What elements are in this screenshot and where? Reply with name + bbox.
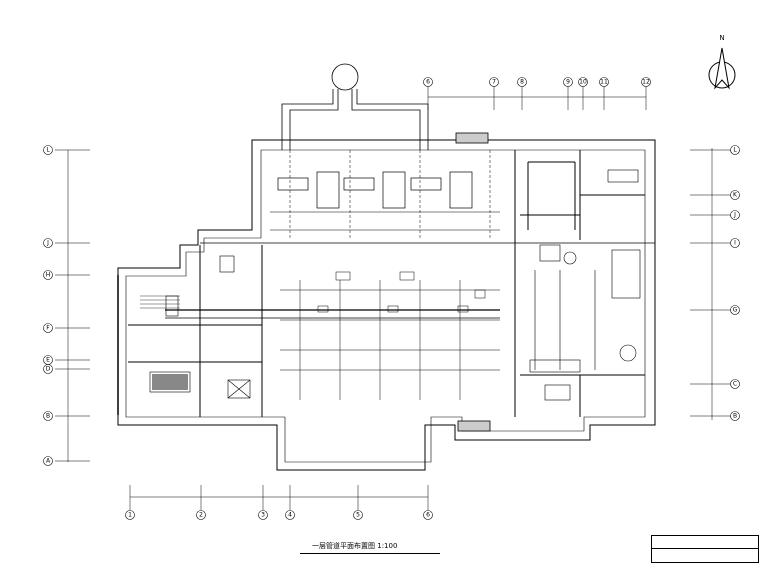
axis-label-bottom-6: 6: [426, 512, 430, 519]
axis-bubbles-bottom: [125, 510, 433, 520]
axis-label-left-6: D: [46, 366, 51, 373]
axis-label-top-7: 12: [642, 79, 650, 86]
axis-label-top-5: 10: [579, 79, 587, 86]
axis-label-top-3: 8: [520, 79, 524, 86]
axis-label-right-7: B: [733, 413, 737, 420]
tank-grid: [152, 374, 188, 390]
left-dimension-line: [55, 149, 90, 462]
bottom-dimension-line: [129, 485, 429, 510]
caption-underline: [300, 553, 440, 554]
axis-label-right-1: L: [733, 147, 737, 154]
axis-label-bottom-2: 2: [199, 512, 203, 519]
axis-label-left-2: J: [46, 240, 49, 247]
axis-letters-right: L K J I G C B: [733, 147, 738, 420]
title-block-row-1: [652, 536, 758, 549]
axis-label-right-6: C: [733, 381, 737, 388]
axis-label-left-4: F: [46, 325, 50, 332]
left-room-fixtures: [117, 255, 251, 415]
right-dimension-line: [690, 148, 735, 420]
north-arrow: N: [708, 34, 736, 90]
axis-bubbles-left: [43, 145, 53, 466]
axis-label-left-8: A: [46, 458, 51, 465]
axis-label-bottom-5: 5: [356, 512, 360, 519]
dome-structure: [281, 63, 491, 432]
axis-letters-left: L J H F E D B A: [46, 147, 51, 465]
axis-label-left-7: B: [46, 413, 50, 420]
axis-label-bottom-4: 4: [288, 512, 292, 519]
equipment-row: [270, 150, 500, 240]
drawing-caption: 一层管道平面布置图 1:100: [312, 541, 397, 551]
hall-pipe-grid: [165, 271, 500, 400]
plant-room-equipment: [529, 169, 641, 401]
axis-numbers-bottom: 1 2 3 4 5 6: [128, 512, 430, 519]
drawing-title: 一层管道平面布置图: [312, 542, 375, 550]
axis-label-top-2: 7: [492, 79, 496, 86]
axis-label-bottom-3: 3: [261, 512, 265, 519]
axis-label-top-4: 9: [566, 79, 570, 86]
axis-label-right-4: I: [734, 240, 736, 247]
axis-label-left-1: L: [46, 147, 50, 154]
axis-numbers-top: 6 7 8 9 10 11 12: [426, 79, 650, 86]
axis-bubbles-right: [730, 145, 740, 421]
axis-label-right-5: G: [733, 307, 738, 314]
stair: [140, 295, 180, 309]
axis-bubbles-top: [423, 77, 651, 87]
title-block-row-2: [652, 549, 758, 562]
axis-label-left-3: H: [46, 272, 51, 279]
axis-label-top-6: 11: [600, 79, 608, 86]
drawing-scale: 1:100: [377, 542, 398, 550]
axis-label-right-2: K: [733, 192, 738, 199]
top-dimension-line: [427, 85, 647, 110]
axis-label-left-5: E: [46, 357, 50, 364]
building-walls: [117, 139, 656, 471]
axis-label-top-1: 6: [426, 79, 430, 86]
north-label: N: [719, 34, 724, 42]
axis-label-bottom-1: 1: [128, 512, 132, 519]
title-block: [651, 535, 759, 563]
axis-label-right-3: J: [733, 212, 736, 219]
